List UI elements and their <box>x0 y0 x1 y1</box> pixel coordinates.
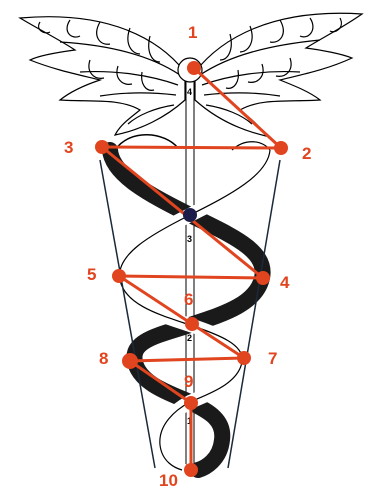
center-dot <box>183 208 197 222</box>
label-4: 4 <box>280 273 290 292</box>
point-9 <box>184 396 198 410</box>
label-5: 5 <box>87 265 96 284</box>
point-3 <box>95 140 109 154</box>
wing-left-icon <box>20 17 185 135</box>
point-6 <box>185 317 199 331</box>
wing-right-icon <box>195 13 362 136</box>
label-1: 1 <box>188 23 197 42</box>
label-10: 10 <box>159 471 178 489</box>
point-7 <box>237 351 251 365</box>
staff-number-3: 3 <box>187 234 192 244</box>
label-2: 2 <box>302 144 311 163</box>
staff-number-4: 4 <box>187 87 192 97</box>
point-10 <box>184 463 198 477</box>
label-9: 9 <box>184 372 193 391</box>
label-7: 7 <box>268 349 277 368</box>
point-5 <box>112 269 126 283</box>
label-3: 3 <box>64 138 73 157</box>
point-1 <box>187 61 201 75</box>
label-6: 6 <box>184 290 193 309</box>
label-8: 8 <box>99 349 108 368</box>
point-2 <box>274 141 288 155</box>
point-4 <box>256 271 270 285</box>
point-8 <box>122 353 138 369</box>
staff-number-2: 2 <box>187 333 192 343</box>
